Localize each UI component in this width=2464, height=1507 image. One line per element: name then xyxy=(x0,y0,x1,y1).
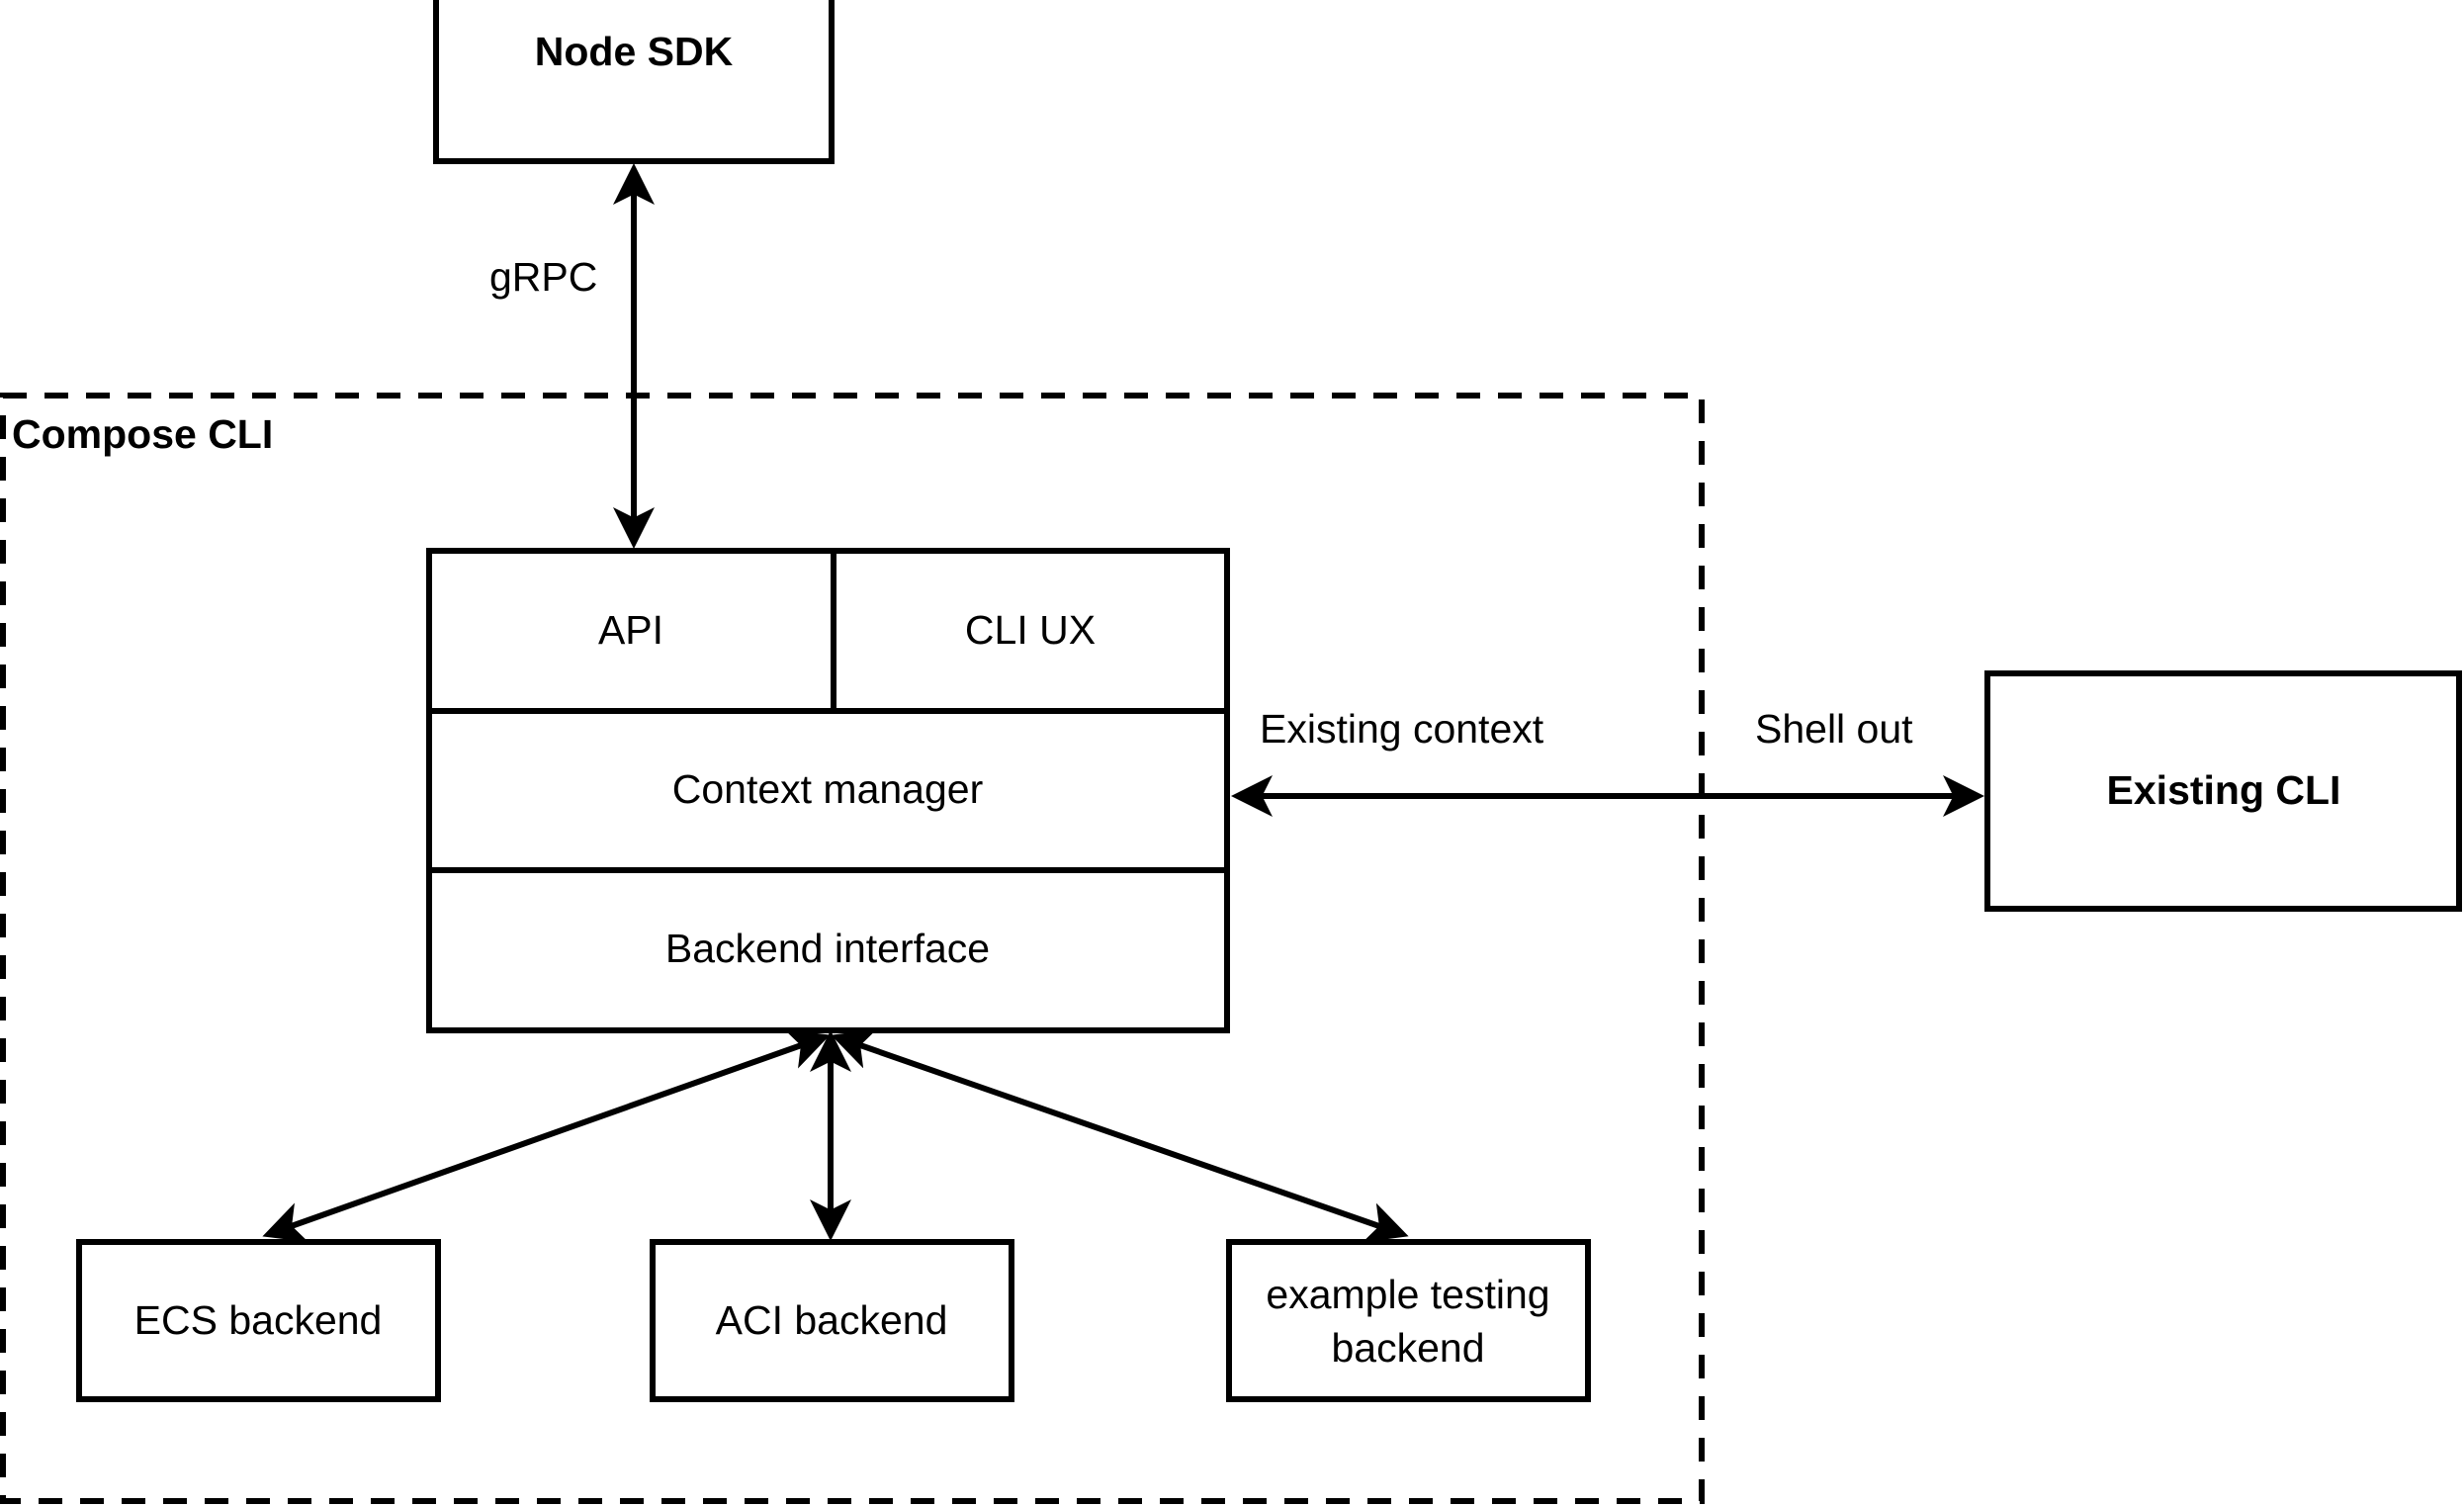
backend-interface-label: Backend interface xyxy=(665,926,990,971)
cli-ux-label: CLI UX xyxy=(965,607,1096,653)
node-sdk-box[interactable] xyxy=(433,0,835,164)
grpc-edge-label: gRPC xyxy=(489,254,597,300)
example-testing-backend-label-line1: example testing xyxy=(1266,1272,1549,1317)
aci-backend-label: ACI backend xyxy=(716,1297,948,1343)
compose-cli-core-box xyxy=(426,548,1230,1033)
backend-to-example-edge xyxy=(831,1028,1409,1243)
aci-backend-box[interactable] xyxy=(650,1239,1014,1402)
example-testing-backend-label-line2: backend xyxy=(1331,1325,1484,1371)
example-testing-backend-box[interactable] xyxy=(1226,1239,1591,1402)
context-manager-label: Context manager xyxy=(672,766,984,812)
ecs-backend-box[interactable] xyxy=(76,1239,441,1402)
compose-cli-group-label: Compose CLI xyxy=(12,411,273,457)
shell-out-edge-label: Shell out xyxy=(1755,706,1913,752)
api-label: API xyxy=(598,607,663,653)
existing-context-edge-label: Existing context xyxy=(1260,706,1544,752)
existing-cli-label: Existing CLI xyxy=(2107,767,2341,813)
compose-cli-group-border xyxy=(0,393,1705,1504)
ecs-backend-label: ECS backend xyxy=(134,1297,383,1343)
backend-to-ecs-edge xyxy=(262,1028,831,1243)
existing-cli-box[interactable] xyxy=(1984,670,2462,912)
node-sdk-label: Node SDK xyxy=(535,29,734,74)
